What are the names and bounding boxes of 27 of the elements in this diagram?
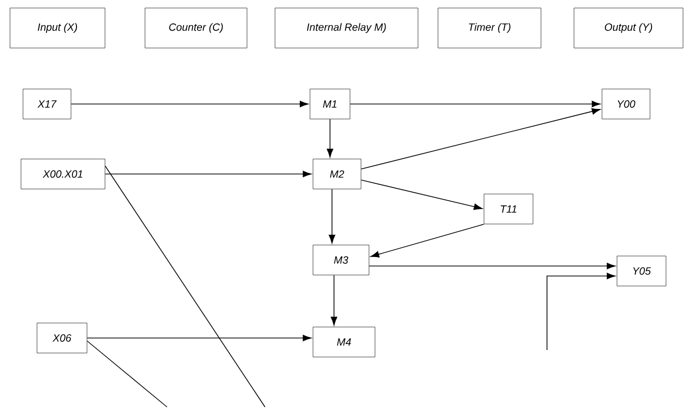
arrow: [360, 180, 482, 210]
signal-box: X06: [36, 322, 88, 354]
arrow: [70, 100, 308, 108]
arrow: [326, 118, 334, 158]
category-box: Output (Y): [574, 8, 684, 48]
signal-box: M4: [312, 326, 376, 358]
signal-box: Y05: [616, 256, 666, 286]
category-box: Internal Relay M): [274, 8, 418, 48]
category-box: Counter (C): [144, 8, 248, 48]
category-box: Input (X): [10, 8, 106, 48]
arrow: [360, 108, 600, 170]
arrow: [328, 188, 336, 244]
signal-box: T11: [484, 194, 534, 224]
arrow: [368, 262, 616, 270]
signal-box: M3: [312, 244, 370, 276]
signal-box: X00.X01: [20, 158, 106, 190]
signal-box: M2: [312, 158, 362, 190]
arrow: [370, 224, 484, 258]
arrow: [86, 334, 312, 342]
arrow: [546, 272, 616, 350]
arrow: [330, 274, 338, 326]
arrow: [350, 100, 600, 108]
signal-box: Y00: [602, 88, 650, 120]
signal-box: M1: [310, 88, 350, 120]
category-box: Timer (T): [438, 8, 542, 48]
arrow: [104, 170, 312, 178]
signal-box: X17: [22, 88, 72, 120]
